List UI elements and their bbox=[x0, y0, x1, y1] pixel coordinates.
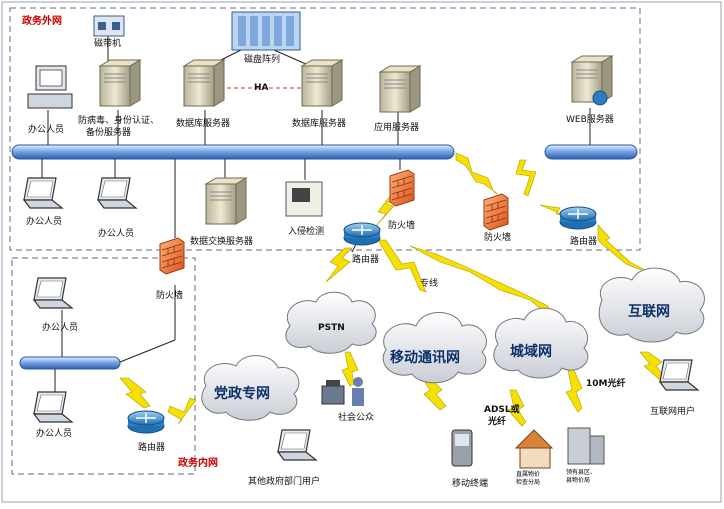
ids-label: 入侵检测 bbox=[288, 225, 324, 237]
router-icon bbox=[127, 410, 165, 434]
building-icon bbox=[567, 427, 605, 465]
mobile-terminal-label: 移动终端 bbox=[452, 477, 488, 489]
globe-icon bbox=[592, 90, 608, 106]
app-server-label: 应用服务器 bbox=[374, 121, 419, 133]
web-server-label: WEB服务器 bbox=[566, 113, 614, 125]
db-server-1-icon bbox=[183, 59, 225, 107]
laptop-icon bbox=[97, 177, 137, 209]
router-label-2: 路由器 bbox=[138, 441, 165, 453]
backup-server-label: 备份服务器 bbox=[86, 126, 131, 138]
adsl-label-2: 光纤 bbox=[487, 415, 506, 427]
gov-user-label: 其他政府部门用户 bbox=[248, 475, 320, 487]
firewall-icon bbox=[159, 237, 185, 275]
pc-icon bbox=[27, 65, 73, 109]
tape-drive-label: 磁带机 bbox=[94, 37, 121, 49]
links bbox=[41, 36, 591, 392]
antivirus-server-label: 防病毒、身份认证、 bbox=[78, 114, 159, 126]
disk-array-label: 磁盘阵列 bbox=[244, 53, 280, 65]
inner-zone-label: 政务内网 bbox=[178, 456, 218, 469]
office-label-3: 办公人员 bbox=[98, 227, 134, 239]
db-server-2-label: 数据库服务器 bbox=[292, 117, 346, 129]
outer-zone-label: 政务外网 bbox=[22, 14, 62, 27]
mobile-phone-icon bbox=[451, 429, 473, 467]
party-network-cloud: 党政专网 bbox=[201, 355, 300, 421]
internet-user-label: 互联网用户 bbox=[650, 405, 695, 417]
router-icon bbox=[343, 222, 381, 246]
outer-zone-border bbox=[9, 7, 641, 251]
db-server-2-icon bbox=[301, 59, 343, 107]
inner-bus bbox=[19, 356, 121, 370]
office-label-2: 办公人员 bbox=[26, 215, 62, 227]
mobile-network-label: 移动通讯网 bbox=[390, 349, 460, 366]
fiber-label: 10M光纤 bbox=[586, 377, 625, 389]
metro-network-cloud: 城域网 bbox=[493, 307, 589, 379]
firewall-icon bbox=[389, 169, 415, 207]
metro-network-label: 城域网 bbox=[510, 343, 552, 360]
firewall-label-3: 防火墙 bbox=[156, 289, 183, 301]
phone-icon bbox=[321, 380, 345, 405]
disk-array-icon bbox=[231, 11, 301, 51]
pstn-cloud: PSTN bbox=[285, 291, 377, 354]
firewall-label-1: 防火墙 bbox=[388, 219, 415, 231]
adsl-label-1: ADSL或 bbox=[484, 403, 520, 415]
public-label: 社会公众 bbox=[338, 411, 374, 423]
laptop-icon bbox=[23, 177, 63, 209]
branch-b-label-2: 县物价局 bbox=[566, 476, 590, 484]
laptop-icon bbox=[33, 277, 73, 309]
internet-label: 互联网 bbox=[628, 304, 670, 320]
office-label-5: 办公人员 bbox=[36, 427, 72, 439]
laptop-icon bbox=[659, 359, 699, 391]
web-bus bbox=[544, 144, 638, 160]
router-label-3: 路由器 bbox=[570, 235, 597, 247]
office-label-4: 办公人员 bbox=[42, 321, 78, 333]
branch-a-label-2: 检查分局 bbox=[516, 478, 540, 486]
branch-b-label-1: 领有县区、 bbox=[566, 468, 596, 476]
mobile-network-cloud: 移动通讯网 bbox=[382, 312, 487, 384]
pstn-label: PSTN bbox=[318, 323, 345, 333]
router-label-1: 路由器 bbox=[352, 253, 379, 265]
firewall-icon bbox=[483, 193, 509, 231]
office-label-1: 办公人员 bbox=[28, 123, 64, 135]
branch-a-label-1: 直属物价 bbox=[516, 470, 540, 478]
app-server-icon bbox=[379, 65, 421, 113]
exchange-server-icon bbox=[205, 177, 247, 225]
main-bus bbox=[11, 144, 455, 160]
tape-drive-icon bbox=[93, 15, 125, 37]
internet-cloud: 互联网 bbox=[598, 267, 705, 343]
dedicated-line-label: 专线 bbox=[420, 277, 438, 289]
party-network-label: 党政专网 bbox=[214, 385, 270, 402]
router-icon bbox=[559, 206, 597, 230]
firewall-label-2: 防火墙 bbox=[484, 231, 511, 243]
db-server-1-label: 数据库服务器 bbox=[176, 117, 230, 129]
laptop-icon bbox=[277, 429, 317, 461]
ids-icon bbox=[285, 181, 323, 217]
person-icon bbox=[352, 377, 364, 406]
laptop-icon bbox=[33, 391, 73, 423]
antivirus-server-icon bbox=[99, 59, 141, 107]
ha-label: HA bbox=[254, 83, 269, 93]
exchange-server-label: 数据交换服务器 bbox=[190, 235, 253, 247]
inner-zone-border bbox=[11, 257, 196, 475]
house-icon bbox=[514, 429, 554, 469]
